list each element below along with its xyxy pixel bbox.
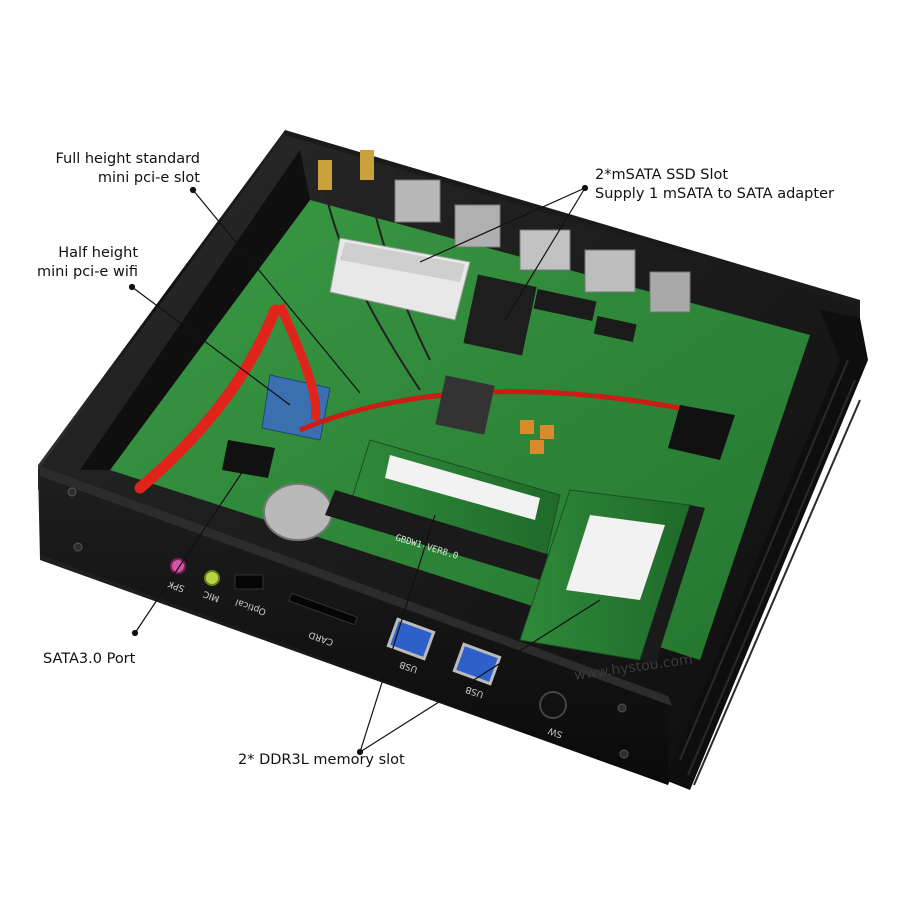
callout-ddr3l-line1: 2* DDR3L memory slot [238, 752, 405, 768]
rear-io-ports [394, 179, 691, 313]
front-top-edge [40, 466, 672, 706]
optical-port [234, 574, 264, 590]
card-slot [288, 592, 358, 626]
msata-slot-empty [463, 274, 537, 356]
chassis-right-side [665, 310, 868, 790]
callout-msata-line1: 2*mSATA SSD Slot [595, 167, 729, 183]
power-button [539, 691, 567, 719]
sata-board-port [222, 440, 275, 478]
callout-msata: 2*mSATA SSD Slot Supply 1 mSATA to SATA … [595, 166, 834, 204]
cmos-battery [263, 483, 333, 541]
callout-half-height-line2: mini pci-e wifi [37, 264, 138, 280]
inner-left-wall [80, 150, 310, 470]
callout-sata-port-line1: SATA3.0 Port [43, 651, 136, 667]
board-chips [435, 288, 637, 435]
front-panel [40, 470, 668, 785]
memory-slot-2 [640, 505, 705, 665]
mic-jack [204, 570, 220, 586]
heat-fins [679, 359, 861, 786]
callout-half-height: Half height mini pci-e wifi [20, 244, 138, 282]
usb-ports [386, 617, 502, 686]
sw-label: SW [547, 725, 564, 739]
callout-leader-lines [128, 184, 601, 756]
callout-ddr3l: 2* DDR3L memory slot [238, 751, 405, 770]
msata-ssd [329, 237, 471, 321]
callout-full-height: Full height standard mini pci-e slot [20, 150, 200, 188]
callout-full-height-line2: mini pci-e slot [97, 170, 200, 186]
memory-slot-1 [325, 490, 550, 580]
ddr3l-module-2 [519, 489, 691, 661]
front-screws [67, 487, 629, 759]
sata-connector [668, 405, 735, 460]
callout-half-height-line1: Half height [58, 245, 138, 261]
callout-msata-line2: Supply 1 mSATA to SATA adapter [595, 186, 834, 202]
sata-cable [134, 304, 281, 494]
callout-sata-port: SATA3.0 Port [43, 650, 135, 669]
antenna-connectors [318, 150, 374, 190]
capacitors [520, 420, 554, 454]
callout-full-height-line1: Full height standard [55, 151, 200, 167]
